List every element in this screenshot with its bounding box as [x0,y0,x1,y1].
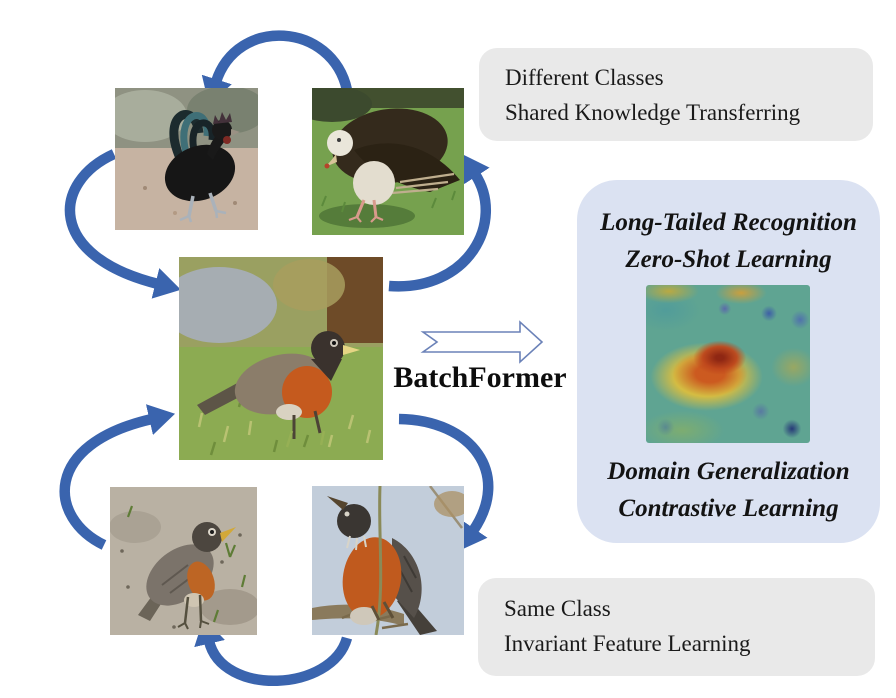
robin-ground-image [110,487,257,635]
arrow-left-top-arc [64,149,181,299]
arrow-left-bottom-arc [59,404,176,550]
same-class-line2: Invariant Feature Learning [504,631,751,656]
batchformer-label: BatchFormer [393,361,567,394]
same-class-line1: Same Class [504,596,611,621]
batchformer-flow-arrow [420,320,544,364]
same-class-box: Same Class Invariant Feature Learning [478,578,875,676]
vulture-image [312,88,464,235]
applications-line-zeroshot: Zero-Shot Learning [625,246,832,273]
attention-heatmap-image [646,285,810,443]
arrow-right-top-arc [388,154,491,292]
arrow-top-arc [201,30,353,105]
applications-box: Long-Tailed Recognition Zero-Shot Learni… [577,180,880,543]
different-classes-box: Different Classes Shared Knowledge Trans… [479,48,873,141]
robin-branch-image [312,486,464,635]
robin-center-image [179,257,383,460]
arrow-right-bottom-arc [398,413,494,551]
rooster-image [115,88,258,230]
applications-line-longtailed: Long-Tailed Recognition [600,209,857,236]
arrow-bottom-arc [194,617,353,687]
different-classes-line2: Shared Knowledge Transferring [505,100,801,125]
applications-line-domain: Domain Generalization [607,458,850,485]
different-classes-line1: Different Classes [505,65,664,90]
applications-line-contrastive: Contrastive Learning [618,495,839,522]
